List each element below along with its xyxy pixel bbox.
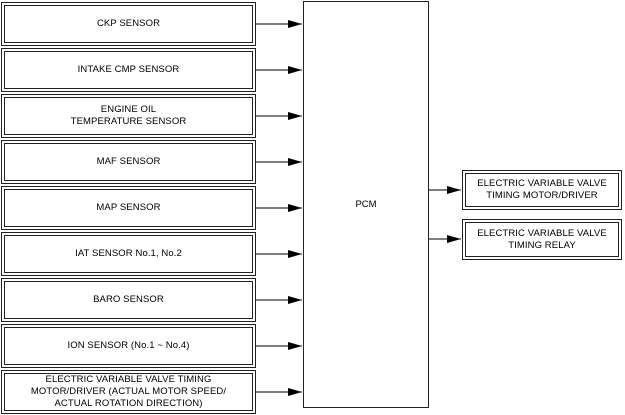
input-label: IAT SENSOR No.1, No.2 bbox=[75, 248, 182, 259]
pcm-label: PCM bbox=[355, 199, 377, 210]
input-label: MAF SENSOR bbox=[96, 156, 161, 167]
input-label: ENGINE OIL TEMPERATURE SENSOR bbox=[70, 104, 187, 127]
input-label: BARO SENSOR bbox=[93, 294, 164, 305]
input-label: MAP SENSOR bbox=[96, 202, 161, 213]
pcm-block: PCM bbox=[303, 1, 429, 408]
input-label: ION SENSOR (No.1 ~ No.4) bbox=[67, 340, 190, 351]
output-label: ELECTRIC VARIABLE VALVE TIMING MOTOR/DRI… bbox=[477, 178, 607, 201]
output-label: ELECTRIC VARIABLE VALVE TIMING RELAY bbox=[477, 227, 607, 251]
input-label: CKP SENSOR bbox=[96, 18, 161, 29]
input-label: ELECTRIC VARIABLE VALVE TIMING MOTOR/DRI… bbox=[30, 374, 227, 409]
input-box-evvt-motor-driver-feedback: ELECTRIC VARIABLE VALVE TIMING MOTOR/DRI… bbox=[1, 370, 256, 414]
input-box-map-sensor: MAP SENSOR bbox=[1, 186, 256, 230]
input-label: INTAKE CMP SENSOR bbox=[77, 64, 180, 75]
